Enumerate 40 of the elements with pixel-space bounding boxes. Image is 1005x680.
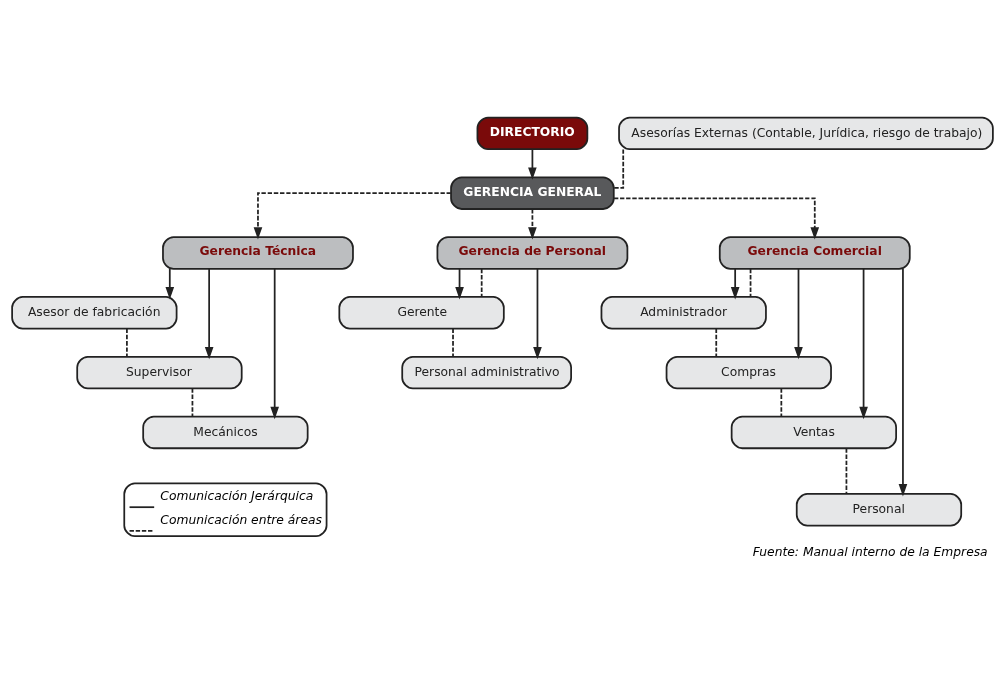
node-box: Personal administrativo [401, 355, 572, 389]
legend-label: Comunicación Jerárquica [160, 488, 314, 503]
node-box: Mecánicos [142, 415, 309, 449]
arrow [253, 191, 452, 240]
connector [845, 447, 848, 495]
node-box: Compras [665, 355, 832, 389]
node-box: Administrador [600, 295, 767, 329]
node-box: Gerente [338, 295, 505, 329]
connector [126, 327, 128, 357]
arrow [859, 267, 868, 419]
node-box: Personal [795, 492, 963, 527]
arrow [730, 267, 740, 299]
node-box: Gerencia Comercial [718, 235, 911, 270]
arrow [204, 267, 214, 359]
node-box: DIRECTORIO [476, 116, 589, 150]
arrow [270, 267, 279, 419]
connector [780, 387, 783, 417]
connector [452, 327, 454, 357]
node-box: Asesor de fabricación [11, 295, 178, 329]
arrow [794, 267, 803, 359]
node-box: Gerencia de Personal [436, 235, 629, 270]
arrow [455, 267, 464, 299]
node-box: Ventas [730, 415, 897, 449]
arrow [898, 267, 908, 496]
arrow [528, 148, 537, 180]
connector [612, 148, 625, 189]
connector [715, 327, 718, 357]
node-box: Supervisor [76, 355, 243, 389]
arrow [613, 197, 820, 240]
connector [191, 387, 194, 417]
node-box: GERENCIA GENERAL [450, 175, 615, 210]
arrow [528, 207, 537, 240]
legend-label: Comunicación entre áreas [160, 512, 322, 527]
node-box: Asesorías Externas (Contable, Jurídica, riesgo de trabajo) [618, 116, 994, 150]
caption: Fuente: Manual interno de la Empresa [752, 544, 988, 559]
connector [749, 267, 752, 298]
node-box: Gerencia Técnica [162, 235, 354, 270]
connector [480, 267, 483, 298]
arrow [165, 267, 175, 299]
arrow [533, 267, 542, 359]
